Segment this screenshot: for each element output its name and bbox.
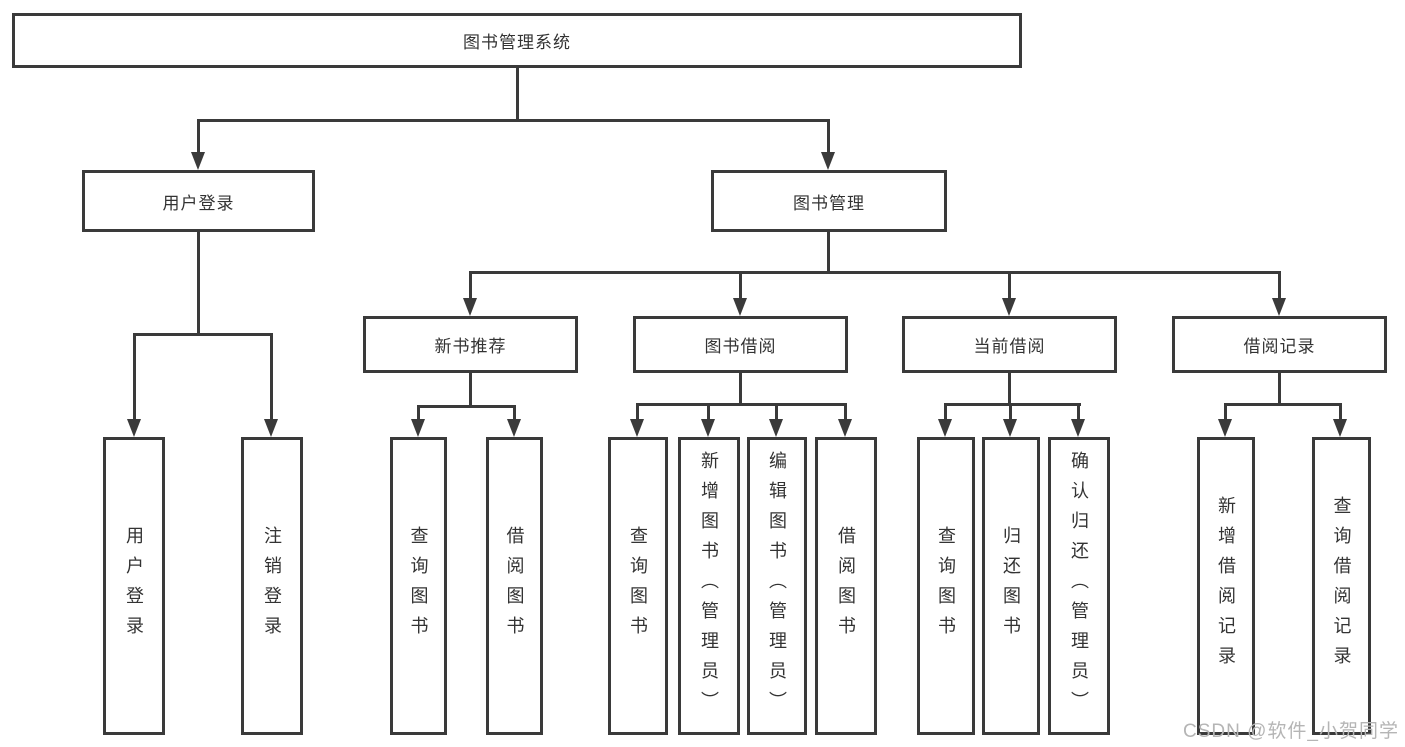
node-label: 新增借阅记录	[1216, 496, 1236, 676]
arrow-down-icon	[463, 298, 477, 316]
connector-line	[844, 403, 847, 421]
arrow-down-icon	[630, 419, 644, 437]
arrow-down-icon	[821, 152, 835, 170]
arrow-down-icon	[733, 298, 747, 316]
connector-line	[133, 333, 136, 421]
node-leaf-query-books-borrowing: 查询图书	[608, 437, 668, 735]
connector-line	[1224, 403, 1227, 421]
node-label: 新书推荐	[434, 337, 507, 356]
connector-line	[1339, 403, 1342, 421]
connector-line	[827, 119, 830, 155]
connector-line	[197, 119, 830, 122]
node-leaf-return-books: 归还图书	[982, 437, 1040, 735]
arrow-down-icon	[127, 419, 141, 437]
arrow-down-icon	[1272, 298, 1286, 316]
arrow-down-icon	[411, 419, 425, 437]
node-label: 借阅记录	[1243, 337, 1316, 356]
arrow-down-icon	[507, 419, 521, 437]
node-label: 图书借阅	[704, 337, 777, 356]
connector-line	[1008, 373, 1011, 406]
csdn-watermark: CSDN @软件_小贺同学	[1183, 721, 1399, 742]
node-label: 借阅图书	[836, 526, 856, 646]
connector-line	[1008, 271, 1011, 300]
arrow-down-icon	[1218, 419, 1232, 437]
connector-line	[516, 68, 519, 120]
connector-line	[739, 271, 742, 300]
node-label: 图书管理系统	[463, 33, 571, 52]
arrow-down-icon	[1071, 419, 1085, 437]
node-user-login: 用户登录	[82, 170, 315, 232]
node-leaf-query-books-recommend: 查询图书	[390, 437, 447, 735]
node-leaf-add-borrow-record: 新增借阅记录	[1197, 437, 1255, 735]
node-label: 归还图书	[1001, 526, 1021, 646]
connector-line	[739, 373, 742, 406]
node-label: 编辑图书（管理员）	[767, 451, 787, 721]
arrow-down-icon	[1333, 419, 1347, 437]
connector-line	[133, 333, 273, 336]
node-book-borrowing: 图书借阅	[633, 316, 848, 373]
node-leaf-user-login: 用户登录	[103, 437, 165, 735]
connector-line	[636, 403, 846, 406]
node-borrowing-records: 借阅记录	[1172, 316, 1387, 373]
connector-line	[944, 403, 1081, 406]
node-label: 查询图书	[936, 526, 956, 646]
node-leaf-confirm-return-admin: 确认归还（管理员）	[1048, 437, 1110, 735]
arrow-down-icon	[264, 419, 278, 437]
connector-line	[417, 405, 420, 421]
connector-line	[417, 405, 516, 408]
arrow-down-icon	[191, 152, 205, 170]
connector-line	[1009, 403, 1012, 421]
connector-line	[469, 271, 472, 300]
node-root-library-system: 图书管理系统	[12, 13, 1022, 68]
connector-line	[775, 403, 778, 421]
node-leaf-query-books-current: 查询图书	[917, 437, 975, 735]
node-leaf-query-borrow-record: 查询借阅记录	[1312, 437, 1371, 735]
connector-line	[1224, 403, 1342, 406]
connector-line	[1077, 403, 1080, 421]
connector-line	[827, 232, 830, 273]
node-leaf-logout: 注销登录	[241, 437, 303, 735]
connector-line	[469, 271, 1281, 274]
node-label: 新增图书（管理员）	[699, 451, 719, 721]
node-book-management: 图书管理	[711, 170, 947, 232]
node-leaf-borrow-books-recommend: 借阅图书	[486, 437, 543, 735]
connector-line	[197, 232, 200, 336]
node-leaf-add-books-admin: 新增图书（管理员）	[678, 437, 740, 735]
arrow-down-icon	[838, 419, 852, 437]
node-label: 确认归还（管理员）	[1069, 451, 1089, 721]
arrow-down-icon	[1003, 419, 1017, 437]
node-label: 借阅图书	[504, 526, 525, 646]
connector-line	[636, 403, 639, 421]
node-label: 查询图书	[408, 526, 429, 646]
connector-line	[197, 119, 200, 155]
connector-line	[1278, 271, 1281, 300]
connector-line	[270, 333, 273, 421]
connector-line	[1278, 373, 1281, 406]
arrow-down-icon	[769, 419, 783, 437]
node-label: 查询借阅记录	[1331, 496, 1352, 676]
node-label: 用户登录	[124, 526, 144, 646]
connector-line	[707, 403, 710, 421]
node-label: 图书管理	[793, 193, 865, 213]
node-current-borrowing: 当前借阅	[902, 316, 1117, 373]
node-leaf-edit-books-admin: 编辑图书（管理员）	[747, 437, 807, 735]
arrow-down-icon	[938, 419, 952, 437]
node-leaf-borrow-books: 借阅图书	[815, 437, 877, 735]
node-label: 查询图书	[628, 526, 648, 646]
node-label: 用户登录	[162, 193, 235, 213]
connector-line	[513, 405, 516, 421]
arrow-down-icon	[1002, 298, 1016, 316]
node-label: 当前借阅	[973, 337, 1046, 356]
connector-line	[469, 373, 472, 408]
node-label: 注销登录	[262, 526, 282, 646]
node-new-book-recommendation: 新书推荐	[363, 316, 578, 373]
connector-line	[944, 403, 947, 421]
arrow-down-icon	[701, 419, 715, 437]
